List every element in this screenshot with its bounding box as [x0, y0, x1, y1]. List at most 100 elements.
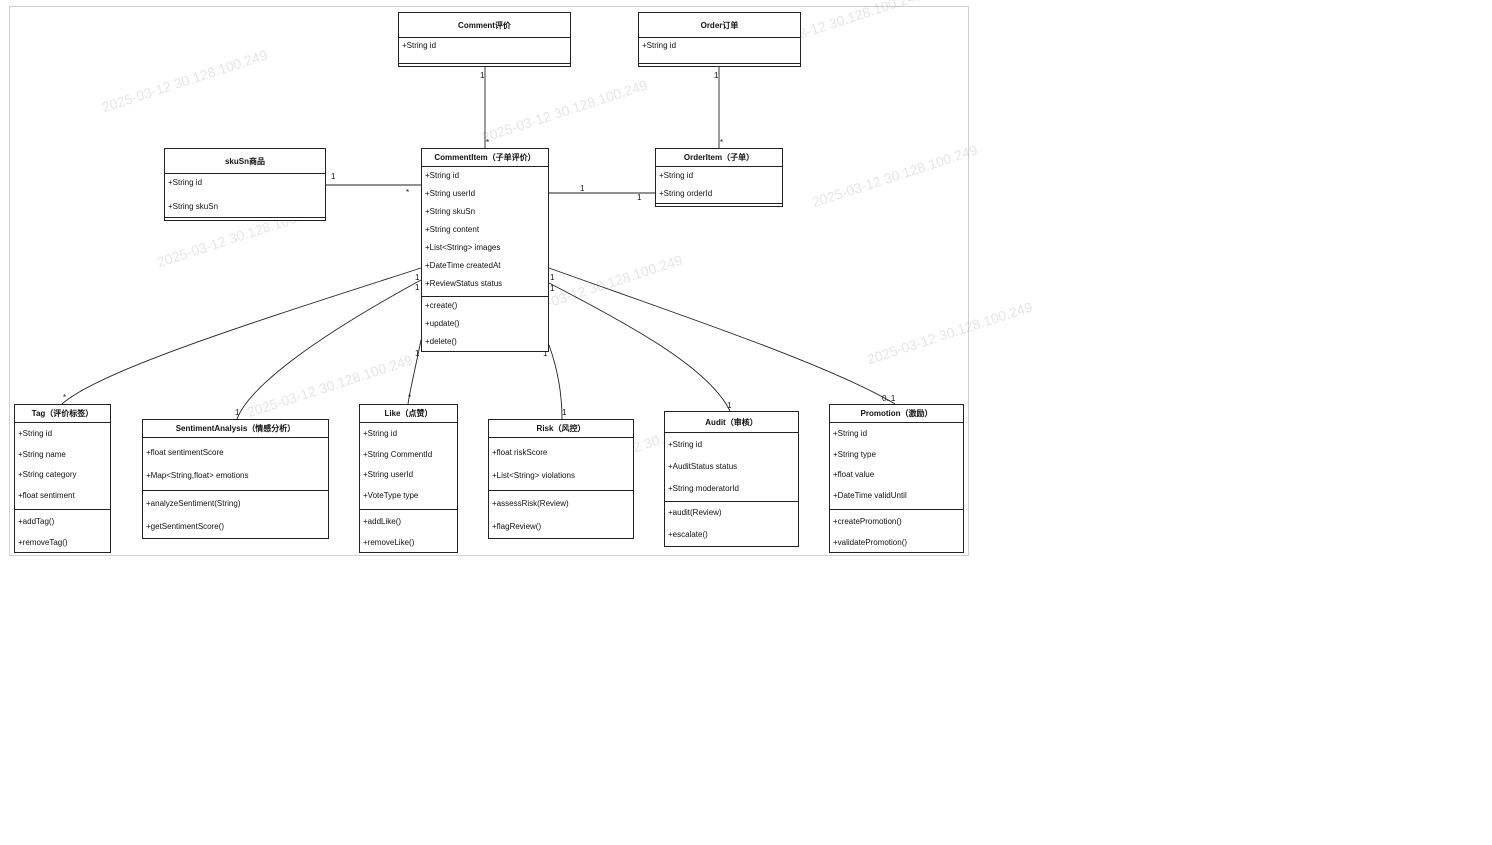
attributes-section: +String id +String name +String category… — [15, 423, 110, 510]
assoc-commentitem-sentiment — [236, 279, 422, 420]
attribute: +String moderatorId — [668, 484, 739, 493]
assoc-commentitem-like — [407, 339, 422, 405]
class-title: CommentItem（子单评价） — [422, 149, 548, 167]
class-orderitem[interactable]: OrderItem（子单） +String id +String orderId — [655, 148, 783, 207]
method: +removeTag() — [18, 538, 68, 547]
attributes-section: +float riskScore +List<String> violation… — [489, 438, 633, 491]
attribute: +AuditStatus status — [668, 462, 738, 471]
attribute: +VoteType type — [363, 490, 419, 500]
attributes-section: +String id — [399, 38, 570, 64]
attribute: +String id — [168, 178, 203, 187]
multiplicity-label: * — [720, 138, 723, 147]
diagram-frame — [9, 6, 969, 556]
class-comment[interactable]: Comment评价 +String id — [398, 12, 571, 67]
class-audit[interactable]: Audit（审核） +String id +AuditStatus status… — [664, 411, 799, 547]
multiplicity-label: 1 — [543, 349, 548, 358]
class-order[interactable]: Order订单 +String id — [638, 12, 801, 67]
attribute: +String userId — [425, 189, 476, 198]
assoc-commentitem-audit — [548, 282, 731, 412]
assoc-commentitem-risk — [548, 344, 563, 420]
methods-section: +addLike() +removeLike() — [360, 510, 457, 552]
multiplicity-label: * — [408, 393, 411, 402]
attribute: +String skuSn — [425, 207, 476, 216]
attribute: +float sentimentScore — [146, 448, 224, 457]
method: +delete() — [425, 337, 457, 346]
class-title: Promotion（激励） — [830, 405, 963, 423]
attribute: +String id — [659, 171, 694, 180]
multiplicity-label: 1 — [415, 349, 420, 358]
method: +update() — [425, 319, 460, 328]
multiplicity-label: 0..1 — [882, 394, 896, 403]
methods-section — [656, 203, 782, 204]
multiplicity-label: 1 — [727, 401, 732, 410]
attribute: +List<String> images — [425, 243, 501, 252]
multiplicity-label: 1 — [637, 193, 642, 202]
method: +addTag() — [18, 517, 55, 526]
class-commentitem[interactable]: CommentItem（子单评价） +String id +String use… — [421, 148, 549, 352]
assoc-commentitem-promotion — [548, 267, 896, 405]
class-title: Audit（审核） — [665, 412, 798, 433]
attribute: +String id — [425, 171, 460, 180]
class-skusn[interactable]: skuSn商品 +String id +String skuSn — [164, 148, 326, 221]
attribute: +float sentiment — [18, 490, 75, 500]
class-risk[interactable]: Risk（风控） +float riskScore +List<String> … — [488, 419, 634, 539]
class-tag[interactable]: Tag（评价标签） +String id +String name +Strin… — [14, 404, 111, 553]
attributes-section: +String id — [639, 38, 800, 64]
attribute: +String type — [833, 449, 876, 459]
class-title: Risk（风控） — [489, 420, 633, 438]
multiplicity-label: 1 — [580, 184, 585, 193]
attributes-section: +String id +String type +float value +Da… — [830, 423, 963, 510]
method: +analyzeSentiment(String) — [146, 499, 241, 508]
method: +escalate() — [668, 530, 708, 539]
methods-section: +create() +update() +delete() — [422, 297, 548, 351]
methods-section: +createPromotion() +validatePromotion() — [830, 510, 963, 552]
attribute: +String id — [833, 429, 868, 438]
class-title: Like（点赞） — [360, 405, 457, 423]
attributes-section: +String id +String skuSn — [165, 174, 325, 218]
multiplicity-label: * — [406, 188, 409, 197]
attribute: +String id — [642, 41, 677, 50]
class-title: Tag（评价标签） — [15, 405, 110, 423]
class-title: SentimentAnalysis（情感分析） — [143, 420, 328, 438]
method: +getSentimentScore() — [146, 522, 225, 531]
attribute: +String id — [402, 41, 437, 50]
class-title: skuSn商品 — [165, 149, 325, 174]
method: +create() — [425, 301, 458, 310]
class-sentimentanalysis[interactable]: SentimentAnalysis（情感分析） +float sentiment… — [142, 419, 329, 539]
class-promotion[interactable]: Promotion（激励） +String id +String type +f… — [829, 404, 964, 553]
attribute: +String id — [18, 429, 53, 438]
class-like[interactable]: Like（点赞） +String id +String CommentId +S… — [359, 404, 458, 553]
attribute: +float value — [833, 470, 875, 479]
attribute: +String category — [18, 470, 77, 479]
attribute: +List<String> violations — [492, 471, 575, 480]
multiplicity-label: * — [486, 138, 489, 147]
multiplicity-label: 1 — [550, 273, 555, 282]
attributes-section: +String id +String userId +String skuSn … — [422, 167, 548, 297]
multiplicity-label: 1 — [480, 71, 485, 80]
multiplicity-label: 1 — [331, 172, 336, 181]
methods-section: +addTag() +removeTag() — [15, 510, 110, 552]
attributes-section: +float sentimentScore +Map<String,float>… — [143, 438, 328, 491]
attribute: +DateTime createdAt — [425, 261, 501, 270]
class-title: OrderItem（子单） — [656, 149, 782, 167]
attribute: +String content — [425, 225, 480, 234]
methods-section: +analyzeSentiment(String) +getSentimentS… — [143, 491, 328, 538]
multiplicity-label: 1 — [415, 273, 420, 282]
method: +validatePromotion() — [833, 538, 908, 547]
attribute: +String skuSn — [168, 202, 219, 211]
class-title: Order订单 — [639, 13, 800, 38]
attribute: +Map<String,float> emotions — [146, 471, 249, 480]
methods-section — [399, 63, 570, 64]
attribute: +String CommentId — [363, 449, 433, 459]
attribute: +String id — [363, 429, 398, 438]
attribute: +DateTime validUntil — [833, 490, 907, 500]
methods-section — [165, 217, 325, 218]
attribute: +float riskScore — [492, 448, 548, 457]
class-title: Comment评价 — [399, 13, 570, 38]
multiplicity-label: 1 — [235, 408, 240, 417]
method: +flagReview() — [492, 522, 542, 531]
methods-section — [639, 63, 800, 64]
attribute: +String userId — [363, 470, 414, 479]
